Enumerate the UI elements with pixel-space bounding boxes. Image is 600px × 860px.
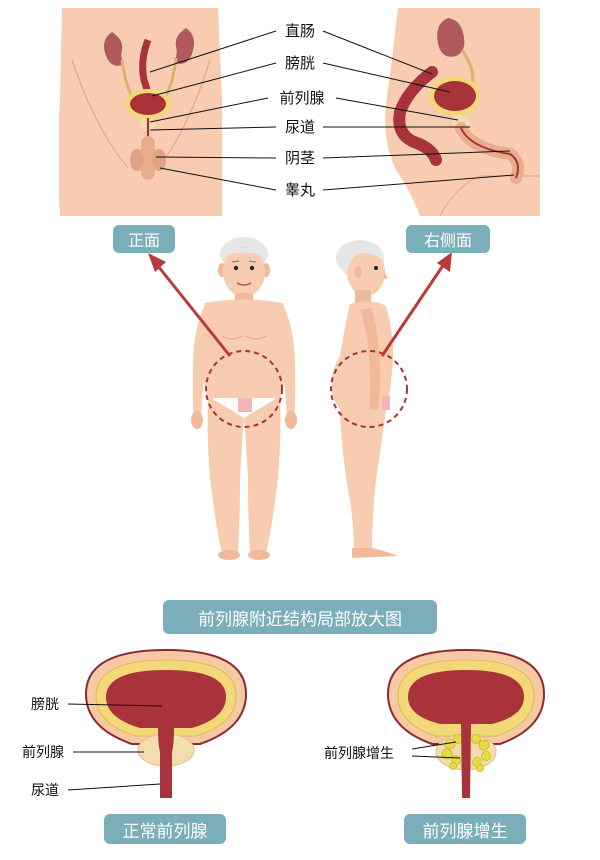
side-figure bbox=[330, 240, 408, 558]
normal-leader-lines bbox=[67, 703, 163, 791]
label-prostate: 前列腺 bbox=[279, 89, 324, 107]
section-title-badge: 前列腺附近结构局部放大图 bbox=[163, 600, 437, 634]
right-side-view-badge: 右侧面 bbox=[406, 225, 490, 253]
hyperplasia-label: 前列腺增生 bbox=[324, 745, 394, 762]
front-eye-right bbox=[249, 265, 255, 271]
normal-urethra bbox=[158, 728, 174, 798]
label-urethra: 尿道 bbox=[285, 118, 315, 136]
normal-prostate-caption: 正常前列腺 bbox=[104, 814, 226, 844]
side-focus-circle bbox=[330, 350, 408, 428]
hyperplasia-urethra bbox=[461, 724, 471, 798]
kidney-side bbox=[437, 18, 465, 57]
hyperplasia-diagram bbox=[386, 648, 546, 798]
hyperplasia-caption: 前列腺增生 bbox=[404, 814, 526, 844]
kidney-right bbox=[174, 28, 194, 64]
hyperplasia-bladder-lumen bbox=[408, 670, 524, 724]
penis-front bbox=[141, 136, 155, 180]
testis-left bbox=[130, 149, 144, 171]
front-head bbox=[223, 247, 265, 297]
rectum-side bbox=[393, 66, 442, 166]
side-eye bbox=[374, 266, 378, 270]
arrow-to-front bbox=[148, 253, 232, 357]
front-arm-right bbox=[276, 304, 296, 418]
side-arm bbox=[360, 308, 380, 418]
hyperplasia-nodules bbox=[441, 734, 491, 772]
front-focus-circle bbox=[205, 350, 283, 428]
front-figure bbox=[191, 237, 297, 560]
hyperplasia-leader-lines bbox=[411, 741, 461, 759]
normal-label-bladder: 膀胱 bbox=[31, 696, 59, 713]
top-leader-lines bbox=[149, 30, 515, 191]
kidney-left bbox=[104, 32, 124, 66]
front-torso bbox=[199, 299, 289, 398]
front-leg-right bbox=[244, 396, 281, 552]
side-leg bbox=[340, 410, 386, 548]
front-anatomy-crop bbox=[59, 8, 222, 216]
side-head bbox=[347, 248, 385, 296]
normal-prostate-diagram bbox=[84, 648, 248, 798]
side-anatomy-crop bbox=[380, 8, 540, 216]
front-eye-left bbox=[233, 265, 239, 271]
normal-bladder-lumen bbox=[106, 670, 226, 728]
label-testes: 睾丸 bbox=[285, 181, 315, 199]
front-view-badge: 正面 bbox=[113, 225, 175, 253]
normal-label-prostate: 前列腺 bbox=[22, 744, 64, 761]
front-leg-left bbox=[207, 396, 244, 552]
arrow-to-side bbox=[380, 252, 452, 357]
testis-right bbox=[152, 149, 166, 171]
label-bladder: 膀胱 bbox=[285, 54, 315, 72]
label-rectum: 直肠 bbox=[285, 22, 315, 40]
normal-label-urethra: 尿道 bbox=[31, 783, 59, 799]
front-arm-left bbox=[192, 304, 212, 418]
label-penis: 阴茎 bbox=[285, 149, 315, 167]
